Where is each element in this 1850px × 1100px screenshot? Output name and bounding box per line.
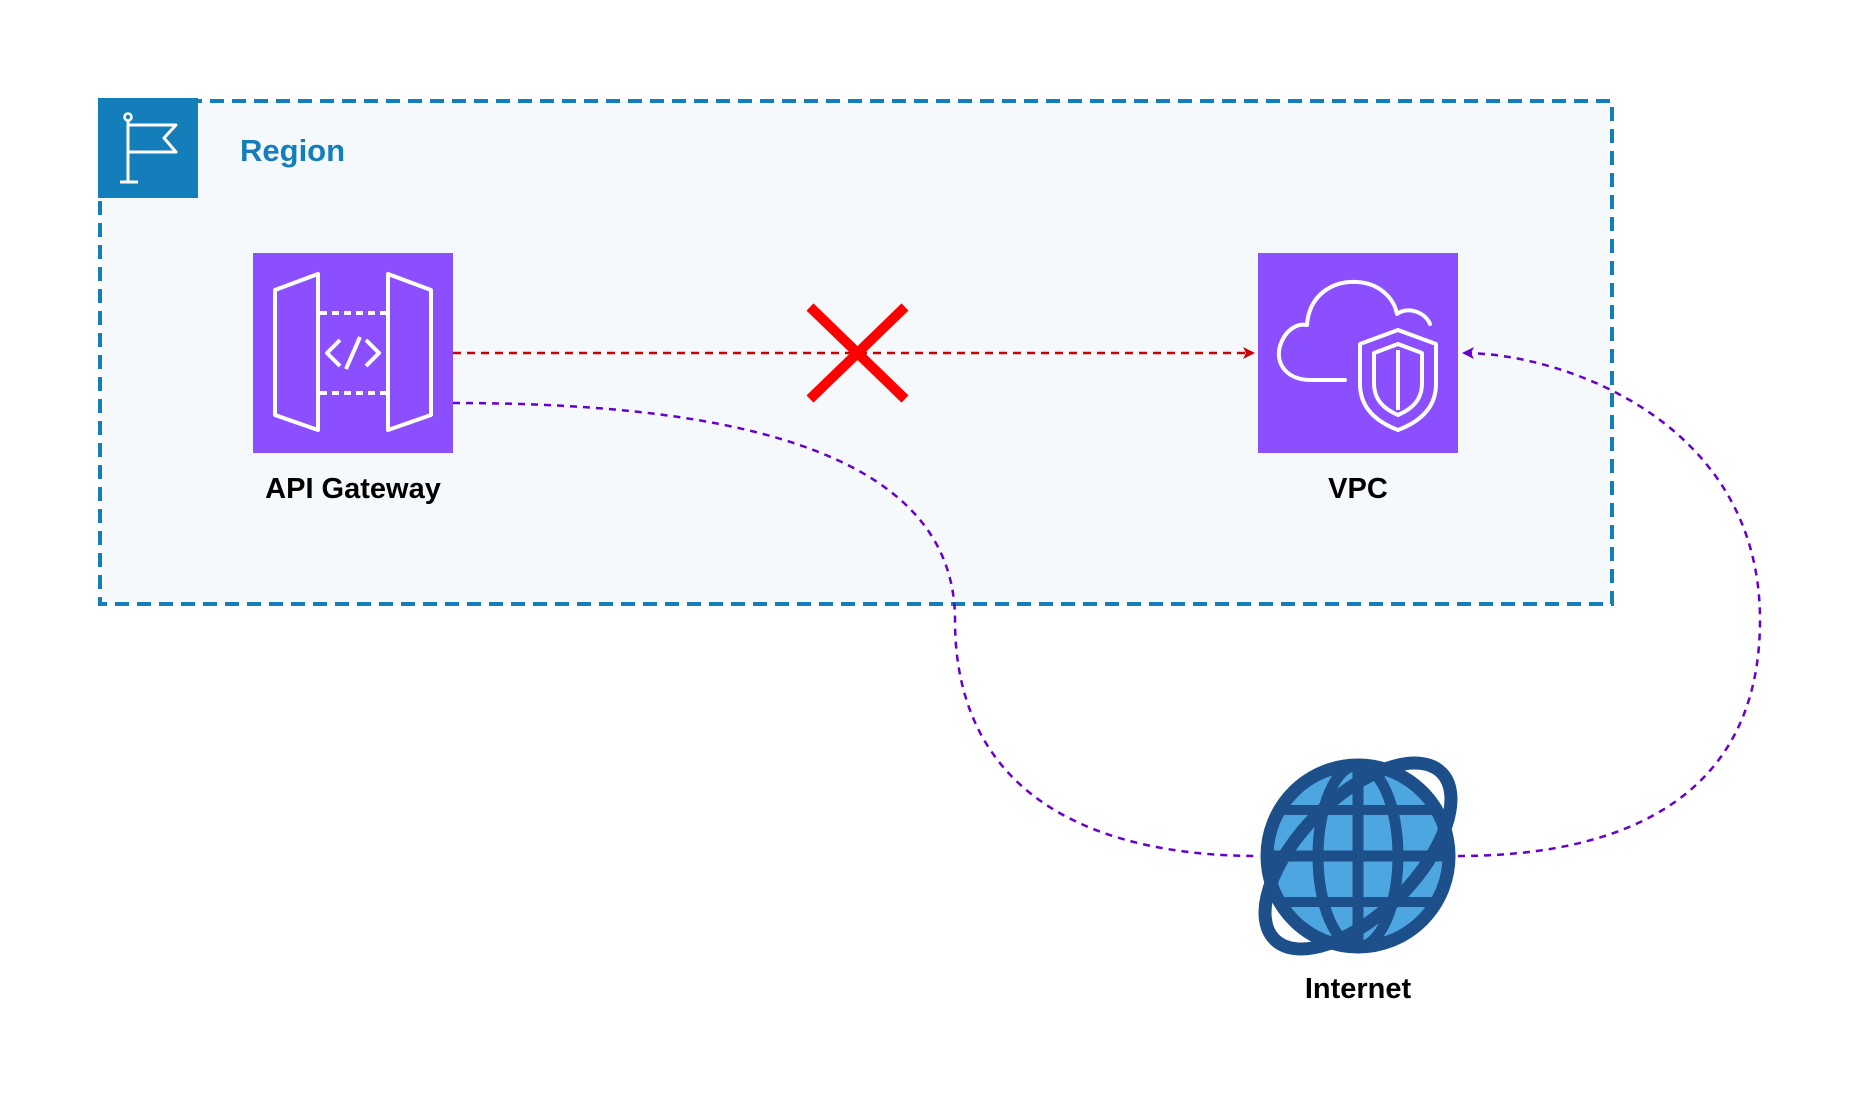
x-icon: [806, 303, 909, 403]
internet-label: Internet: [1305, 973, 1412, 1005]
api-gateway-icon: [253, 253, 453, 453]
globe-icon: [1258, 756, 1458, 956]
api-gateway-label: API Gateway: [265, 473, 441, 505]
vpc-label: VPC: [1328, 473, 1388, 505]
region-label: Region: [240, 133, 345, 168]
flag-icon: [98, 98, 198, 198]
internet-to-vpc-line: [1457, 347, 1762, 858]
internet-route: [452, 347, 1762, 858]
vpc-node[interactable]: VPC: [1258, 253, 1458, 505]
api-gateway-node[interactable]: API Gateway: [253, 253, 453, 505]
internet-node[interactable]: Internet: [1234, 732, 1483, 1005]
vpc-cloud-shield-icon: [1258, 253, 1458, 453]
blocked-connection: [453, 303, 1255, 403]
